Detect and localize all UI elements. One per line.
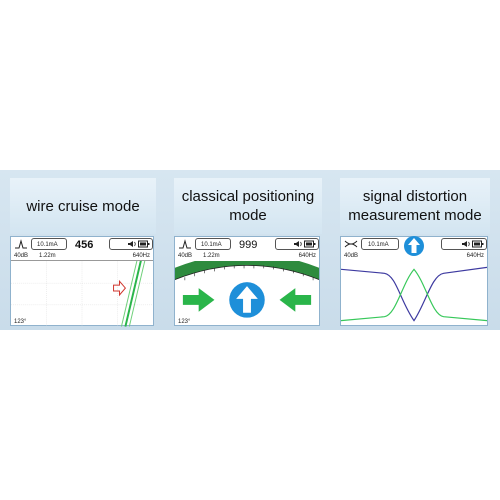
- device-screen: 10.1mA 40dB 640Hz: [340, 236, 488, 326]
- device-screen: 10.1mA 456 40dB 1.22m 640Hz 123°: [10, 236, 154, 327]
- angle-label: 123°: [14, 319, 27, 325]
- gain-label: 40dB: [178, 253, 193, 259]
- classical-positioning-panel: classical positioning mode 10.1mA 999 40…: [174, 178, 322, 326]
- direction-hint-arrow-icon: [113, 279, 127, 297]
- status-bar: 10.1mA 456: [11, 237, 153, 251]
- reading-value: 999: [239, 239, 258, 251]
- status-bar: 10.1mA 999: [175, 237, 319, 251]
- current-box: [31, 238, 67, 250]
- frequency-label: 640Hz: [466, 253, 484, 259]
- audio-battery-box: [275, 238, 319, 250]
- current-box: [195, 238, 231, 250]
- angle-label: 123°: [178, 319, 191, 325]
- signal-distortion-panel: signal distortion measurement mode 10.1m…: [340, 178, 490, 326]
- speaker-icon: [128, 241, 136, 247]
- right-arrow-icon: [182, 288, 215, 312]
- peak-wave-icon: [15, 239, 27, 249]
- up-arrow-icon: [404, 236, 424, 256]
- distortion-display: [341, 266, 487, 322]
- gain-label: 40dB: [344, 253, 359, 259]
- battery-icon: [472, 240, 484, 248]
- purple-curve: [341, 266, 487, 322]
- cruise-display: [11, 261, 153, 327]
- peak-wave-icon: [179, 239, 191, 249]
- battery-icon: [138, 240, 150, 248]
- panel-title: signal distortion measurement mode: [340, 178, 490, 234]
- speaker-icon: [294, 241, 302, 247]
- wire-cruise-panel: wire cruise mode 10.1mA 456 40dB 1.22m 6…: [10, 178, 156, 327]
- audio-battery-box: [109, 238, 153, 250]
- divider: [11, 260, 153, 261]
- current-value: 10.1mA: [201, 242, 222, 248]
- current-box: [361, 238, 399, 250]
- status-bar: 10.1mA: [341, 236, 487, 256]
- frequency-label: 640Hz: [132, 253, 150, 259]
- distance-label: 1.22m: [39, 253, 56, 259]
- battery-icon: [304, 240, 316, 248]
- green-curve: [341, 268, 487, 322]
- current-value: 10.1mA: [37, 242, 58, 248]
- distortion-wave-icon: [344, 240, 358, 248]
- panel-title: classical positioning mode: [174, 178, 322, 234]
- panel-title: wire cruise mode: [10, 178, 156, 234]
- speaker-icon: [462, 241, 470, 247]
- positioning-display: [175, 261, 319, 318]
- device-screen: 10.1mA 999 40dB 1.22m 640Hz: [174, 236, 320, 326]
- signal-arc: [175, 261, 319, 280]
- left-arrow-icon: [279, 288, 312, 312]
- current-value: 10.1mA: [368, 242, 389, 248]
- gain-label: 40dB: [14, 253, 29, 259]
- distance-label: 1.22m: [203, 253, 220, 259]
- audio-battery-box: [441, 238, 487, 250]
- reading-value: 456: [75, 239, 94, 251]
- frequency-label: 640Hz: [298, 253, 316, 259]
